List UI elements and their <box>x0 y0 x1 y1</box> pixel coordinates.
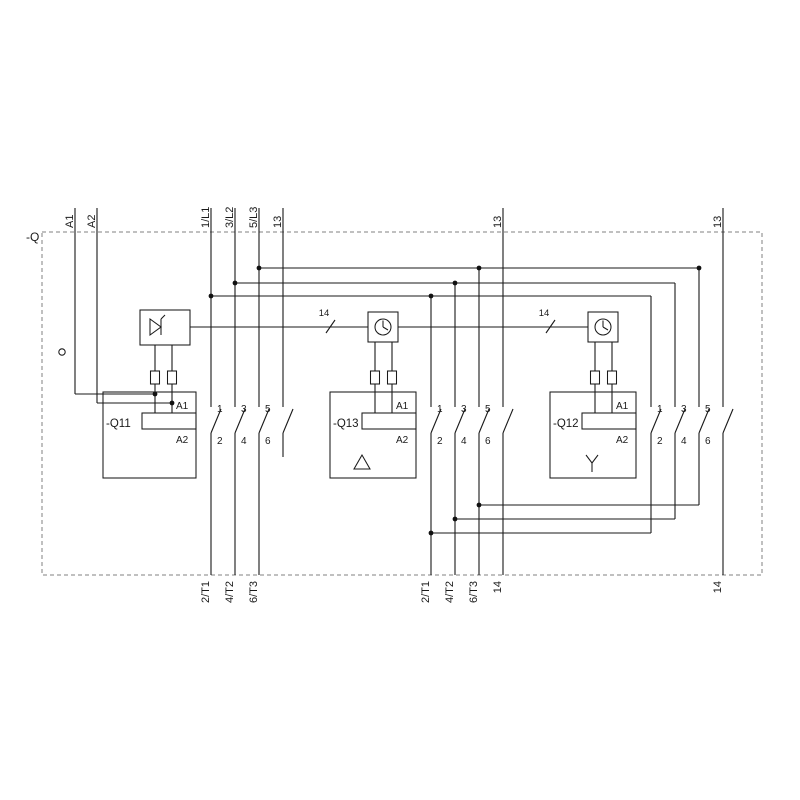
aux-contact-columns <box>282 208 724 575</box>
q11-device-outline <box>102 391 197 479</box>
wire-markers: 14 14 <box>319 308 550 319</box>
contact-blades <box>210 408 734 434</box>
terminal-label-2t1: 2/T1 <box>200 581 212 603</box>
wire-marker-slash <box>545 319 556 334</box>
bottom-terminal-labels: 2/T1 4/T2 6/T3 2/T1 4/T2 6/T3 14 14 <box>200 581 724 603</box>
delta-pole-leads <box>430 268 480 575</box>
supply-columns <box>210 208 260 575</box>
star-link-wires <box>431 433 700 534</box>
terminal-label-13: 13 <box>712 216 724 228</box>
top-terminal-labels: A1 A2 1/L1 3/L2 5/L3 13 13 13 <box>64 207 724 228</box>
timer-clock-icon <box>594 318 612 336</box>
q12-a2-label: A2 <box>616 435 629 446</box>
terminal-label-1l1: 1/L1 <box>200 207 212 228</box>
q11-pole6-label: 6 <box>265 436 271 447</box>
q13-pole3-label: 3 <box>461 404 467 415</box>
plug-terminal <box>149 370 161 385</box>
q11-pole5-label: 5 <box>265 404 271 415</box>
contactor-q13: -Q13 A1 A2 1 3 5 2 4 6 <box>329 311 491 479</box>
terminal-label-a2: A2 <box>86 215 98 228</box>
terminal-label-14: 14 <box>712 581 724 593</box>
q13-label: -Q13 <box>333 418 359 430</box>
timer-clock-icon <box>374 318 392 336</box>
contactor-q12: -Q12 A1 A2 1 3 5 2 4 6 <box>549 311 711 479</box>
boundary-dashed-box <box>41 231 763 576</box>
q12-pole6-label: 6 <box>705 436 711 447</box>
surge-suppressor-icon <box>149 314 166 337</box>
q13-timer-box <box>367 311 399 343</box>
plug-terminal <box>386 370 398 385</box>
plug-terminal <box>589 370 601 385</box>
q13-pole5-label: 5 <box>485 404 491 415</box>
control-wire-14 <box>190 319 588 334</box>
terminal-label-6t3: 6/T3 <box>248 581 260 603</box>
q12-coil-box <box>581 412 637 430</box>
q12-pole1-label: 1 <box>657 404 663 415</box>
terminal-label-a1: A1 <box>64 215 76 228</box>
q13-coil-box <box>361 412 417 430</box>
q12-timer-box <box>587 311 619 343</box>
coil-supply-wires <box>74 208 172 404</box>
q11-pole1-label: 1 <box>217 404 223 415</box>
plug-terminal <box>606 370 618 385</box>
terminal-label-13: 13 <box>492 216 504 228</box>
terminal-label-4t2: 4/T2 <box>444 581 456 603</box>
terminal-circle <box>58 348 66 356</box>
q13-pole6-label: 6 <box>485 436 491 447</box>
terminal-label-5l3: 5/L3 <box>248 207 260 228</box>
q11-pole2-label: 2 <box>217 436 223 447</box>
terminal-label-2t1: 2/T1 <box>420 581 432 603</box>
plug-terminal <box>369 370 381 385</box>
q12-a1-label: A1 <box>616 401 629 412</box>
q12-pole4-label: 4 <box>681 436 687 447</box>
q11-pole4-label: 4 <box>241 436 247 447</box>
q12-pole3-label: 3 <box>681 404 687 415</box>
q13-a2-label: A2 <box>396 435 409 446</box>
terminal-label-3l2: 3/L2 <box>224 207 236 228</box>
q11-a1-label: A1 <box>176 401 189 412</box>
q11-a2-label: A2 <box>176 435 189 446</box>
q11-pole3-label: 3 <box>241 404 247 415</box>
contactor-q11: -Q11 A1 A2 1 3 5 2 4 6 <box>102 309 271 479</box>
q12-pole5-label: 5 <box>705 404 711 415</box>
star-icon <box>585 454 599 472</box>
q13-device-outline <box>329 391 417 479</box>
q13-pole2-label: 2 <box>437 436 443 447</box>
enclosure-boundary: -Q <box>26 230 763 576</box>
wire-marker-14: 14 <box>319 308 330 319</box>
terminal-label-6t3: 6/T3 <box>468 581 480 603</box>
terminal-label-14: 14 <box>492 581 504 593</box>
plug-terminal <box>166 370 178 385</box>
q11-label: -Q11 <box>106 418 131 430</box>
coil-lead-wires <box>154 342 613 413</box>
wire-marker-slash <box>325 319 336 334</box>
q11-coil-box <box>141 412 197 430</box>
wire-marker-14: 14 <box>539 308 550 319</box>
terminal-label-4t2: 4/T2 <box>224 581 236 603</box>
q12-device-outline <box>549 391 637 479</box>
q11-suppressor-box <box>139 309 191 346</box>
q12-label: -Q12 <box>553 418 579 430</box>
q12-pole2-label: 2 <box>657 436 663 447</box>
junction-dots <box>152 265 702 536</box>
assembly-label: -Q <box>26 230 39 244</box>
terminal-label-13: 13 <box>272 216 284 228</box>
q13-pole4-label: 4 <box>461 436 467 447</box>
q13-pole1-label: 1 <box>437 404 443 415</box>
delta-icon <box>353 453 371 470</box>
q13-a1-label: A1 <box>396 401 409 412</box>
